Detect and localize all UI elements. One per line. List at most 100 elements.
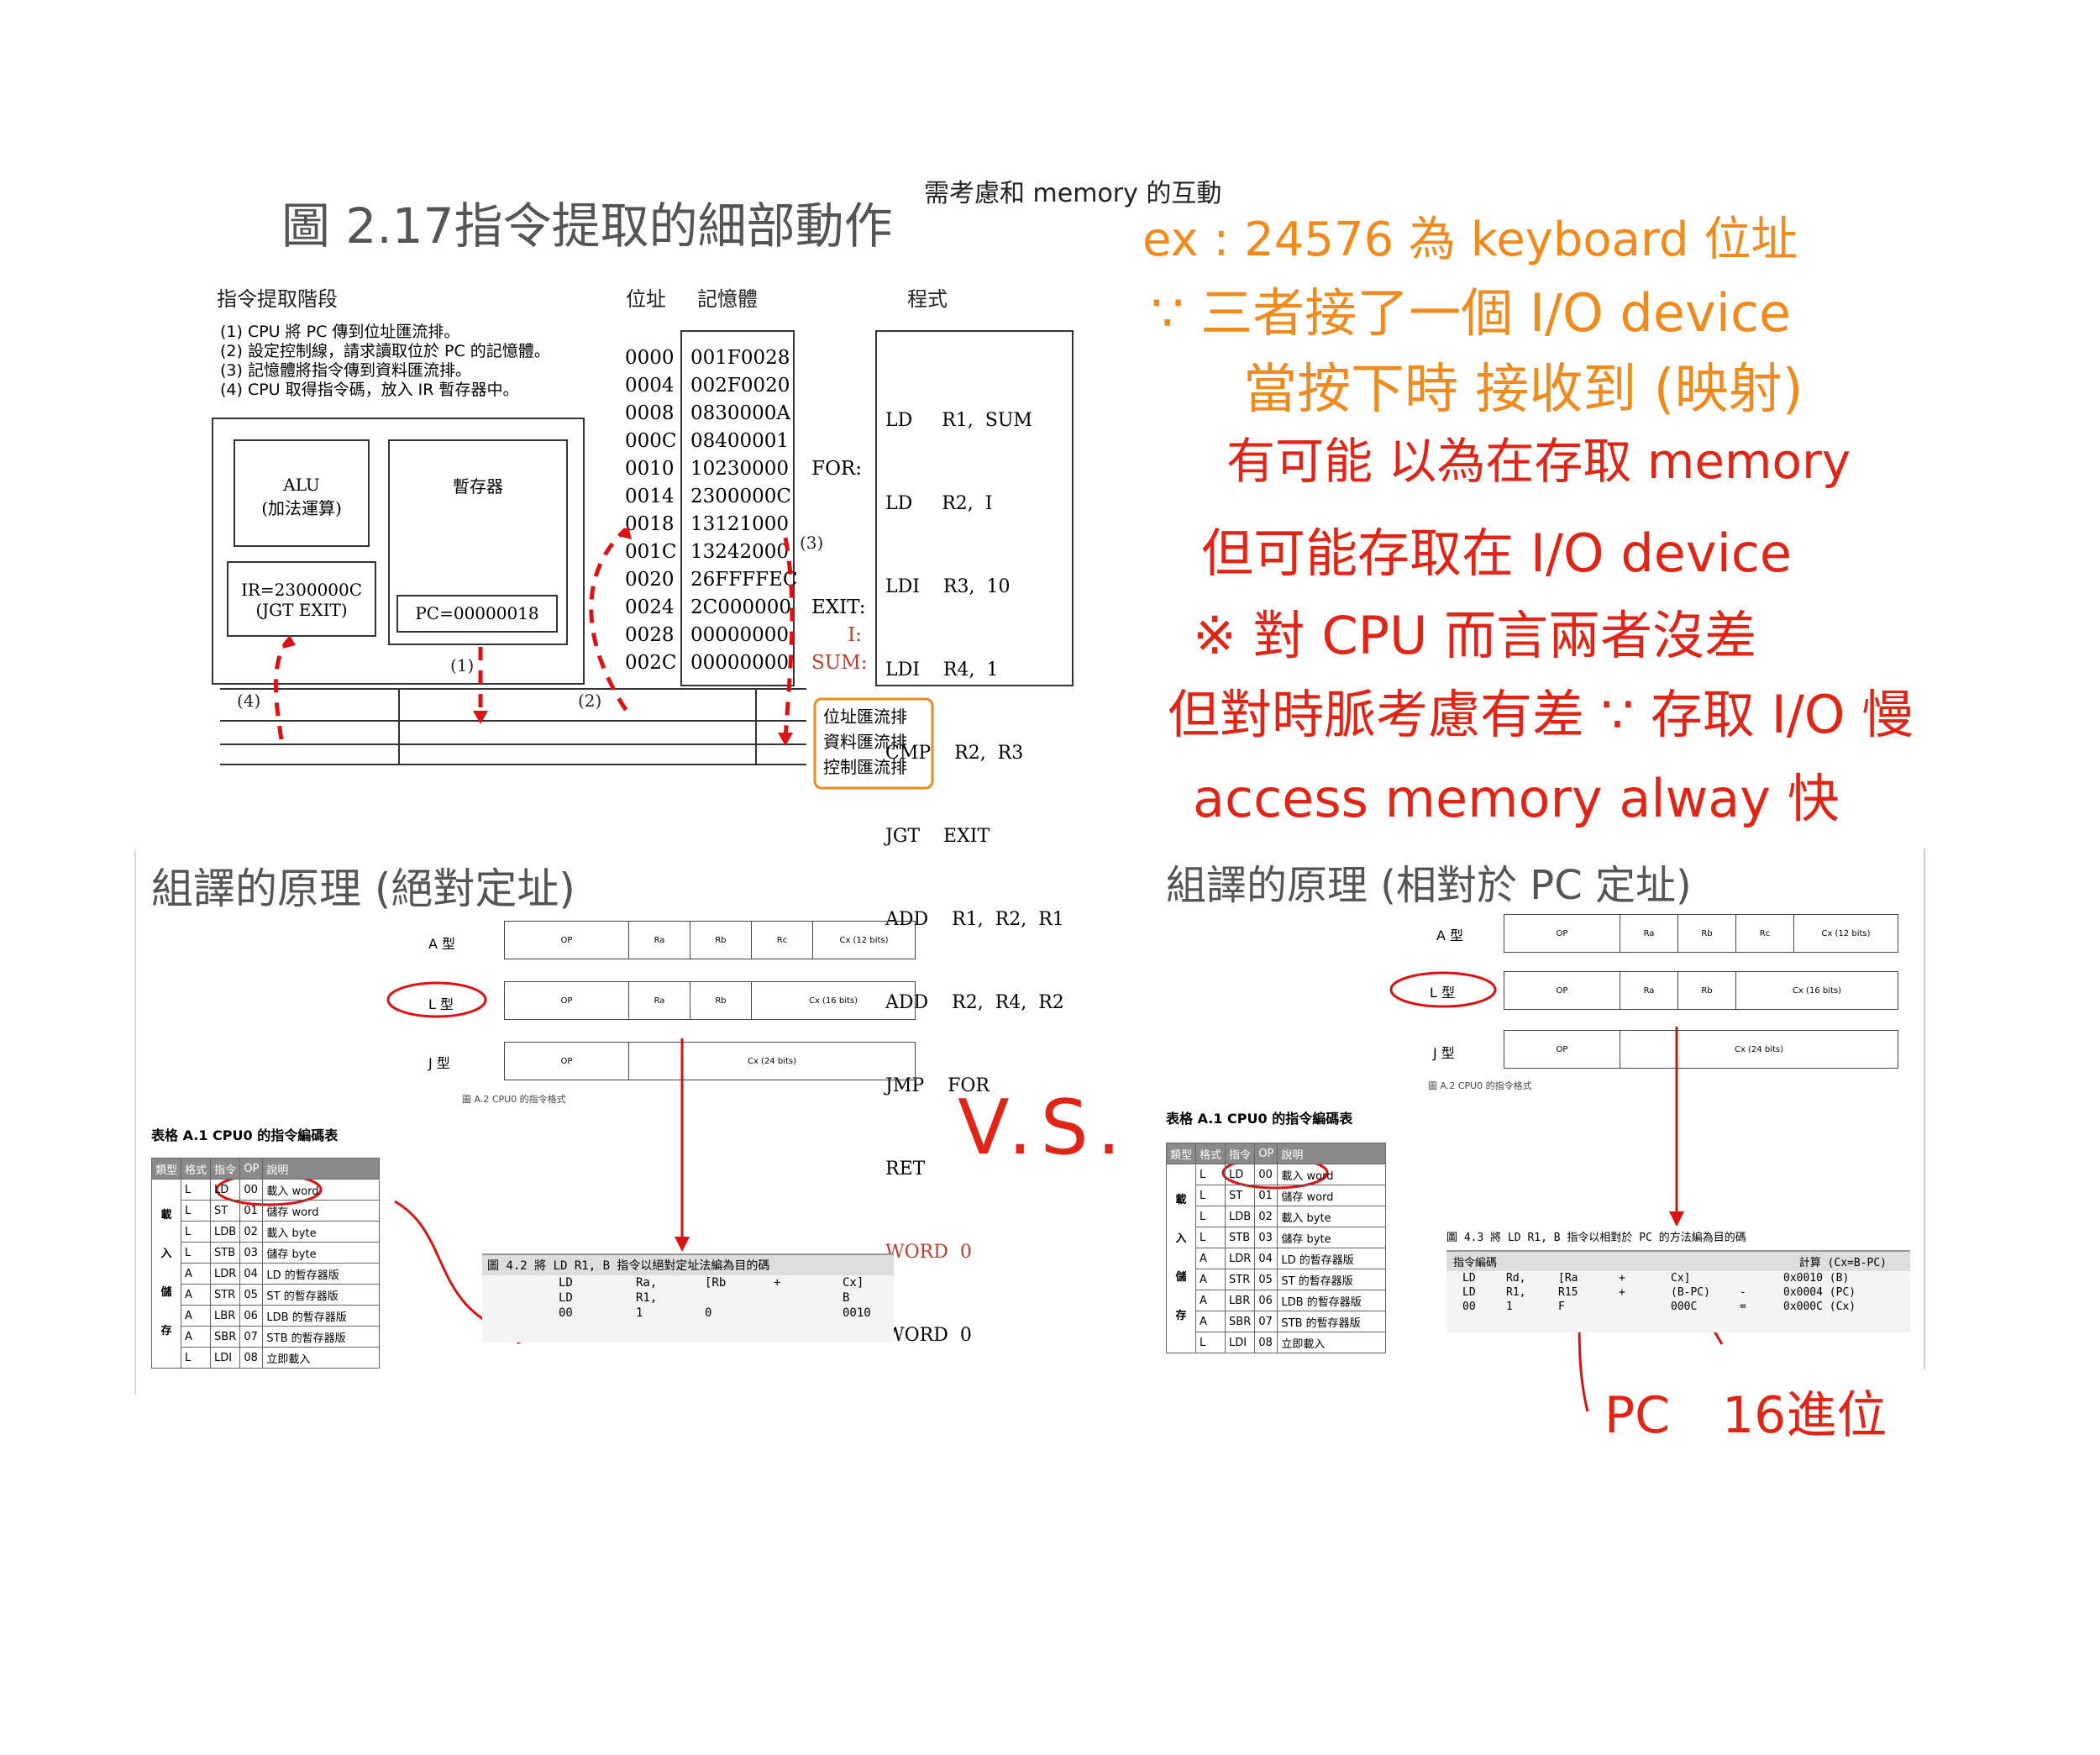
format-j-label: J 型 [428, 1055, 450, 1071]
program-line: CMP R2, R3 [885, 743, 1024, 764]
note-access-memory: 有可能 以為在存取 memory [1226, 433, 1851, 490]
note-access-io: 但可能存取在 I/O device [1201, 523, 1793, 584]
fetch-steps: (1) CPU 將 PC 傳到位址匯流排。 (2) 設定控制線，請求讀取位於 P… [220, 323, 550, 400]
control-bus-label: 控制匯流排 [823, 757, 907, 777]
ra-field: Ra [1620, 971, 1678, 1010]
note-mapping: 當按下時 接收到 (映射) [1243, 359, 1803, 421]
arrow-heads [282, 526, 793, 746]
fetch-step: (3) 記憶體將指令傳到資料匯流排。 [220, 361, 471, 380]
step-mark-3: (3) [800, 533, 824, 553]
left-panel-title: 組譯的原理 (絕對定址) [151, 864, 575, 913]
left-code-title: 圖 4.2 將 LD R1, B 指令以絕對定址法編為目的碼 [482, 1255, 894, 1275]
address-cell: 0024 [625, 596, 675, 618]
program-line: JMP FOR [885, 1075, 990, 1096]
address-cell: 0004 [625, 375, 675, 397]
right-fig-caption: 圖 A.2 CPU0 的指令格式 [1428, 1080, 1532, 1091]
format-a-label: A 型 [428, 936, 456, 952]
format-j-label: J 型 [1433, 1045, 1455, 1061]
fetch-step: (2) 設定控制線，請求讀取位於 PC 的記憶體。 [220, 342, 550, 360]
program-line: WORD 0 [885, 1325, 972, 1346]
program-column: LD R1, SUM LD R2, I LDI R3, 10 LDI R4, 1… [885, 351, 1064, 1377]
address-cell: 000C [625, 430, 677, 452]
op-field: OP [504, 1042, 629, 1080]
left-panel [134, 849, 984, 1395]
memory-column: 001F0028 002F0020 0830000A 08400001 1023… [690, 344, 798, 677]
address-cell: 0020 [625, 569, 675, 591]
right-table-title: 表格 A.1 CPU0 的指令編碼表 [1166, 1111, 1353, 1127]
format-l-label: L 型 [428, 996, 454, 1012]
right-format-a: OP Ra Rb Rc Cx (12 bits) [1504, 914, 1898, 953]
address-column: 0000 0004 0008 000C 0010 0014 0018 001C … [625, 344, 677, 677]
ra-field: Ra [628, 981, 690, 1020]
flow-arrows [273, 528, 795, 740]
register-label: 暫存器 [453, 476, 503, 497]
memory-cell: 002F0020 [690, 375, 790, 397]
program-line: LDI R4, 1 [885, 659, 999, 680]
memory-heading: 記憶體 [697, 287, 758, 311]
rb-field: Rb [1677, 914, 1736, 953]
program-label: SUM: [811, 652, 868, 674]
right-code-title: 圖 4.3 將 LD R1, B 指令以相對於 PC 的方法編為目的碼 [1446, 1232, 1746, 1244]
memory-cell: 0830000A [690, 402, 791, 424]
right-format-l: OP Ra Rb Cx (16 bits) [1504, 971, 1898, 1010]
program-label: EXIT: [811, 596, 866, 618]
fetch-step: (4) CPU 取得指令碼，放入 IR 暫存器中。 [220, 381, 519, 399]
cx12-field: Cx (12 bits) [1793, 914, 1898, 953]
program-box [875, 330, 1074, 686]
memory-cell: 13242000 [690, 541, 790, 563]
program-line: WORD 0 [885, 1242, 972, 1263]
step-mark-1: (1) [450, 655, 475, 675]
program-line: JGT EXIT [885, 826, 990, 847]
note-versus: V.S. [958, 1084, 1130, 1172]
program-line: LD R2, I [885, 493, 993, 514]
address-bus-label: 位址匯流排 [823, 707, 907, 727]
left-format-a: OP Ra Rb Rc Cx (12 bits) [504, 921, 916, 959]
op-field: OP [1504, 1030, 1620, 1069]
memory-cell: 08400001 [690, 430, 790, 452]
alu-sub-label: (加法運算) [261, 498, 342, 518]
bus-label-box [813, 697, 934, 790]
memory-cell: 00000000 [690, 624, 790, 646]
pc-box: PC=00000018 [396, 595, 558, 633]
label-column: FOR: EXIT: I: SUM: [811, 344, 868, 677]
step-mark-2: (2) [578, 691, 602, 711]
left-fig-caption: 圖 A.2 CPU0 的指令格式 [462, 1094, 566, 1105]
bus-labels: 位址匯流排 資料匯流排 控制匯流排 [823, 704, 907, 780]
program-heading: 程式 [907, 287, 948, 311]
memory-cell: 00000000 [690, 652, 790, 674]
op-field: OP [504, 981, 629, 1020]
left-format-l: OP Ra Rb Cx (16 bits) [504, 981, 916, 1020]
format-a-label: A 型 [1436, 927, 1464, 943]
memory-cell: 13121000 [690, 513, 790, 535]
ir-value: IR=2300000C [240, 580, 363, 600]
l-type-circle-right [1389, 971, 1497, 1008]
code-head-left: 指令編碼 [1453, 1257, 1498, 1269]
format-l-label: L 型 [1430, 985, 1456, 1001]
data-bus-label: 資料匯流排 [823, 732, 907, 752]
register-box: 暫存器 [388, 439, 568, 645]
l-type-circle-left [386, 981, 487, 1018]
code-head-right: 計算 (Cx=B-PC) [1798, 1257, 1887, 1269]
rb-field: Rb [1677, 971, 1736, 1010]
rc-field: Rc [1735, 914, 1794, 953]
cx16-field: Cx (16 bits) [751, 981, 916, 1020]
bus-lines [220, 688, 806, 765]
left-format-j: OP Cx (24 bits) [504, 1042, 916, 1080]
cx16-field: Cx (16 bits) [1735, 971, 1898, 1010]
program-line: LD R1, SUM [885, 410, 1032, 431]
note-hexadecimal: 16進位 [1722, 1386, 1887, 1445]
right-panel-title: 組譯的原理 (相對於 PC 定址) [1166, 862, 1692, 909]
address-cell: 0028 [625, 624, 675, 646]
rc-field: Rc [751, 921, 813, 959]
